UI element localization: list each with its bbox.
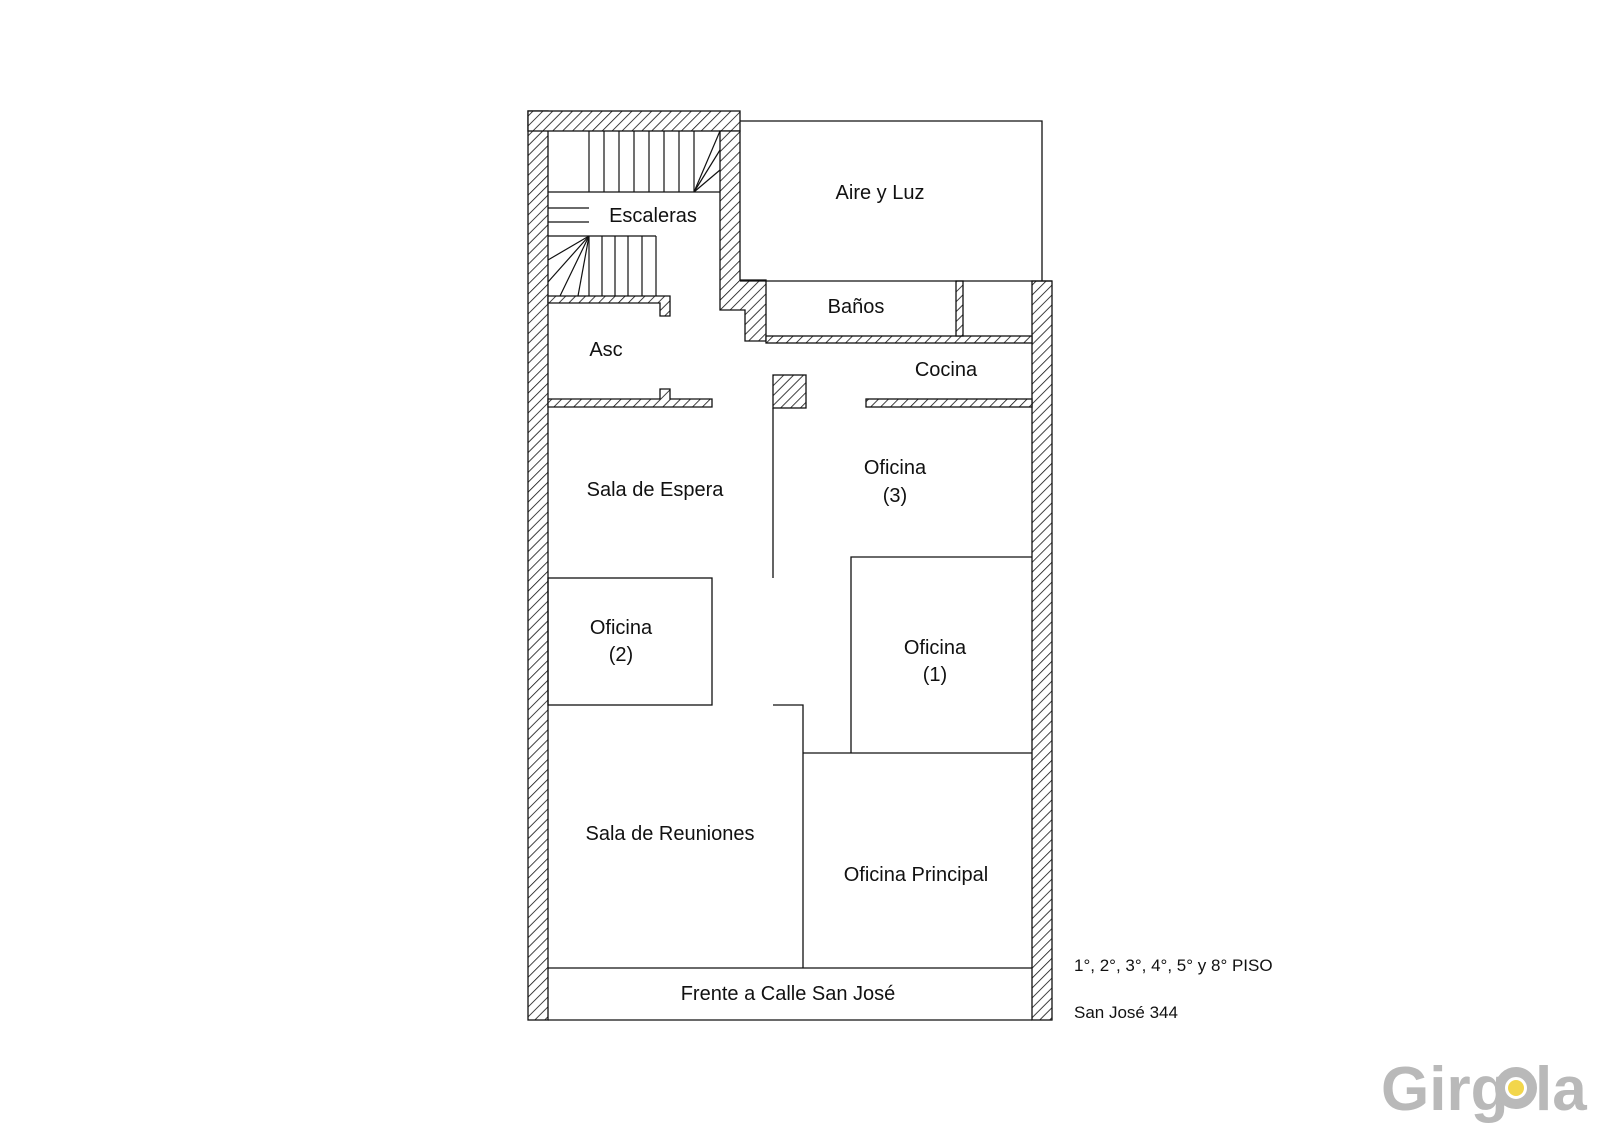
floors-note: 1°, 2°, 3°, 4°, 5° y 8° PISO <box>1074 956 1273 975</box>
room-labels: Escaleras Aire y Luz Baños Asc Cocina Sa… <box>585 182 988 1005</box>
room-label-frente: Frente a Calle San José <box>681 983 896 1005</box>
stair-winder <box>693 169 721 193</box>
room-label-sala-de-espera: Sala de Espera <box>587 479 725 501</box>
room-label-oficina-1: Oficina <box>904 637 967 659</box>
stair-winder <box>577 235 590 297</box>
room-label-oficina-1-number: (1) <box>923 664 947 686</box>
stair-winder <box>547 235 590 283</box>
aire-y-luz-outline <box>740 120 1043 281</box>
logo-o-ring <box>1495 1067 1537 1109</box>
room-label-banos: Baños <box>828 296 885 318</box>
stair-winder <box>559 235 590 297</box>
room-label-oficina-3-number: (3) <box>883 485 907 507</box>
stair-winder <box>693 130 721 193</box>
address-note: San José 344 <box>1074 1003 1178 1022</box>
stair-winder <box>547 235 590 261</box>
thin-walls <box>547 120 1052 1021</box>
logo-o-dot <box>1508 1080 1524 1096</box>
column <box>772 374 807 409</box>
stair-shaft-wall <box>719 130 767 342</box>
room-label-oficina-3: Oficina <box>864 457 927 479</box>
girgola-logo: Girg la <box>1381 1055 1587 1124</box>
asc-bottom-wall <box>547 388 713 408</box>
room-label-asc: Asc <box>589 339 622 361</box>
room-label-oficina-principal: Oficina Principal <box>844 864 989 886</box>
top-wall <box>527 110 741 132</box>
stair-landing-wall <box>547 295 671 317</box>
banos-divider-wall <box>955 280 964 337</box>
room-label-oficina-2: Oficina <box>590 617 653 639</box>
stairs <box>547 130 721 297</box>
room-label-cocina: Cocina <box>915 359 978 381</box>
room-label-aire-y-luz: Aire y Luz <box>836 182 925 204</box>
logo-text-start: Girg <box>1381 1055 1508 1124</box>
oficina-2-outline <box>547 577 713 706</box>
cocina-bottom-wall <box>865 398 1033 408</box>
banos-bottom-wall <box>765 335 1033 344</box>
room-label-sala-de-reuniones: Sala de Reuniones <box>585 823 754 845</box>
oficina-1-outline <box>850 556 1032 753</box>
stair-winder <box>693 149 721 193</box>
logo-text-end: la <box>1535 1055 1587 1124</box>
reuniones-partition <box>773 704 804 968</box>
left-wall <box>527 110 549 1021</box>
room-label-escaleras: Escaleras <box>609 205 697 227</box>
room-label-oficina-2-number: (2) <box>609 644 633 666</box>
right-wall <box>1031 280 1053 1021</box>
